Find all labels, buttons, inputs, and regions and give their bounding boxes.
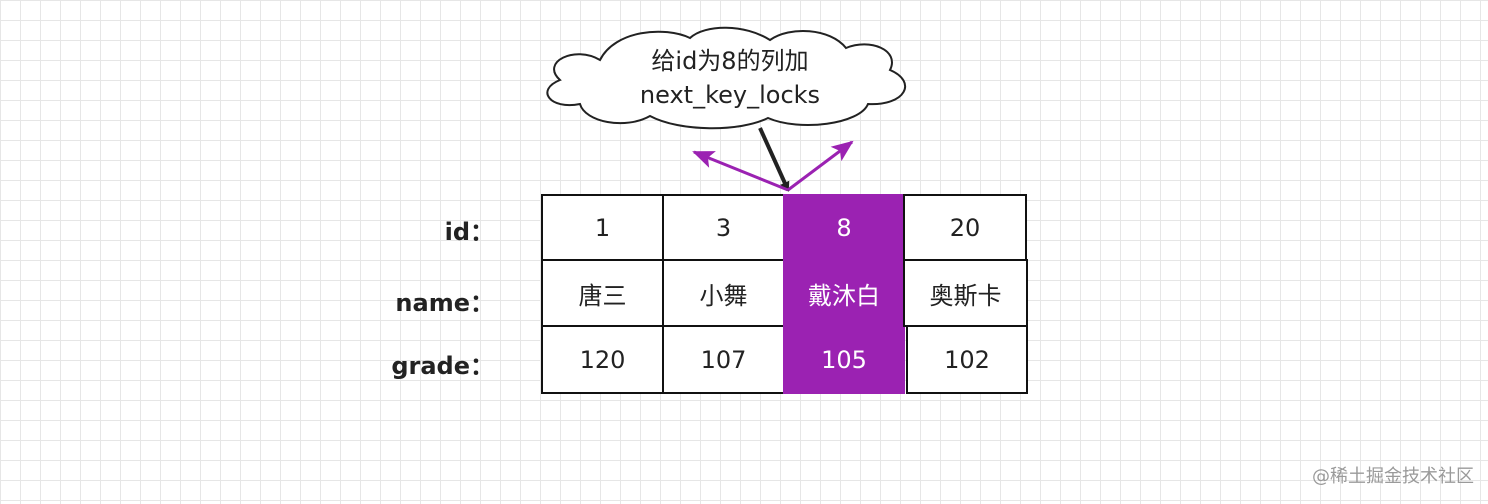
lock-arrow-right bbox=[787, 140, 854, 192]
cell-name-col-2: 小舞 bbox=[662, 259, 785, 327]
cell-name-col-1: 唐三 bbox=[541, 259, 664, 327]
row-label-name: name： bbox=[395, 289, 494, 317]
callout-pointer-arrow bbox=[758, 127, 790, 192]
cell-grade-col-4: 102 bbox=[906, 325, 1028, 394]
cell-grade-col-3: 105 bbox=[783, 325, 905, 394]
cell-grade-col-1: 120 bbox=[541, 325, 664, 394]
callout-cloud bbox=[546, 26, 907, 130]
cell-id-col-3: 8 bbox=[783, 194, 905, 261]
cell-name-col-3: 戴沐白 bbox=[783, 259, 905, 327]
cell-grade-col-2: 107 bbox=[662, 325, 785, 394]
cell-id-col-2: 3 bbox=[662, 194, 785, 261]
callout-line-1: 给id为8的列加 bbox=[651, 47, 809, 75]
cell-id-col-1: 1 bbox=[541, 194, 664, 261]
cell-name-col-4: 奥斯卡 bbox=[903, 259, 1028, 327]
callout-text: 给id为8的列加 next_key_locks bbox=[600, 44, 860, 112]
callout-line-2: next_key_locks bbox=[639, 81, 821, 109]
row-label-grade: grade： bbox=[391, 352, 494, 380]
cell-id-col-4: 20 bbox=[903, 194, 1027, 261]
watermark: @稀土掘金技术社区 bbox=[1312, 466, 1474, 487]
row-label-id: id： bbox=[444, 218, 494, 246]
lock-arrow-left bbox=[692, 150, 789, 192]
